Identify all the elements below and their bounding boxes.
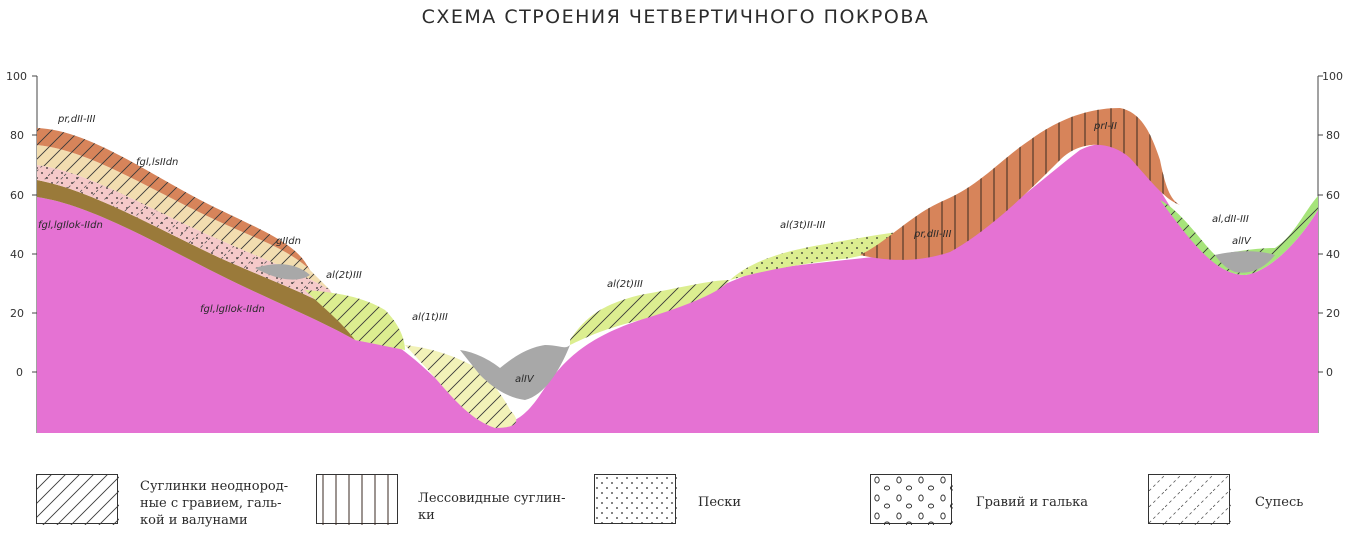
right-axis: 100 80 60 40 20 0 (1317, 70, 1343, 433)
unit-label: al(2t)III (607, 279, 643, 290)
unit-label: fgl,lsIIdn (136, 157, 178, 168)
unit-label: al(3t)II-III (780, 220, 825, 231)
unit-label: pr,dII-III (913, 229, 951, 240)
left-tick-label: 20 (10, 307, 24, 320)
unit-label: fgl,lgIlok-IIdn (200, 304, 265, 315)
right-tick-label: 80 (1326, 129, 1340, 142)
right-tick-label: 0 (1326, 366, 1333, 379)
legend-label: Лессовидные суглин- ки (418, 491, 566, 523)
legend-swatch-pebbles (870, 474, 953, 525)
layer-gray-lens (255, 264, 310, 280)
layer-yellow-green-terrace-left-hatch (305, 290, 405, 350)
unit-label: prI-II (1093, 121, 1117, 132)
layer-yellow-green-upper-dots (730, 230, 920, 280)
layer-brown-loam-hatch (37, 128, 310, 270)
diagram-title: СХЕМА СТРОЕНИЯ ЧЕТВЕРТИЧНОГО ПОКРОВА (421, 6, 930, 28)
legend-swatch-dots (594, 474, 677, 525)
unit-label: gIIdn (276, 236, 301, 247)
legend-label: Пески (698, 495, 742, 510)
left-axis: 100 80 60 40 20 0 (6, 70, 38, 433)
layer-gray-right (1215, 251, 1275, 273)
layer-dots-band (37, 165, 340, 312)
layer-brown-hill-hatch (860, 108, 1180, 260)
left-tick-label: 100 (6, 70, 27, 83)
layer-light-loam-hatch (37, 145, 330, 290)
unit-label: pr,dII-III (57, 114, 95, 125)
layer-gray-valley (460, 345, 570, 400)
left-tick-label: 80 (10, 129, 24, 142)
unit-label: al(2t)III (326, 270, 362, 281)
left-tick-label: 60 (10, 189, 24, 202)
right-tick-label: 20 (1326, 307, 1340, 320)
left-tick-label: 0 (16, 366, 23, 379)
legend-label: Гравий и галька (976, 495, 1089, 510)
unit-label: al(1t)III (412, 312, 448, 323)
legend: Суглинки неоднород- ные с гравием, галь-… (0, 474, 1351, 530)
layer-green-right-hatch (1160, 196, 1318, 275)
legend-swatch-dashed-diagonal (1148, 474, 1231, 525)
unit-labels: pr,dII-III fgl,lsIIdn fgl,lgIlok-IIdn gI… (38, 114, 1252, 385)
unit-label: alIV (515, 374, 535, 385)
legend-label: Суглинки неоднород- ные с гравием, галь-… (140, 479, 289, 528)
legend-swatch-diagonal-hatch (36, 474, 119, 525)
unit-label: fgl,lgIlok-IIdn (38, 220, 103, 231)
legend-swatch-vertical-hatch (316, 474, 399, 525)
layer-yellow-green-terrace-right-hatch (570, 280, 730, 345)
legend-label: Супесь (1255, 495, 1304, 510)
layer-dark-olive (37, 180, 355, 340)
right-tick-label: 100 (1322, 70, 1343, 83)
layer-pale-valley-hatch (405, 345, 517, 428)
right-tick-label: 60 (1326, 189, 1340, 202)
unit-label: al,dII-III (1212, 214, 1249, 225)
right-tick-label: 40 (1326, 248, 1340, 261)
unit-label: alIV (1232, 236, 1252, 247)
left-tick-label: 40 (10, 248, 24, 261)
